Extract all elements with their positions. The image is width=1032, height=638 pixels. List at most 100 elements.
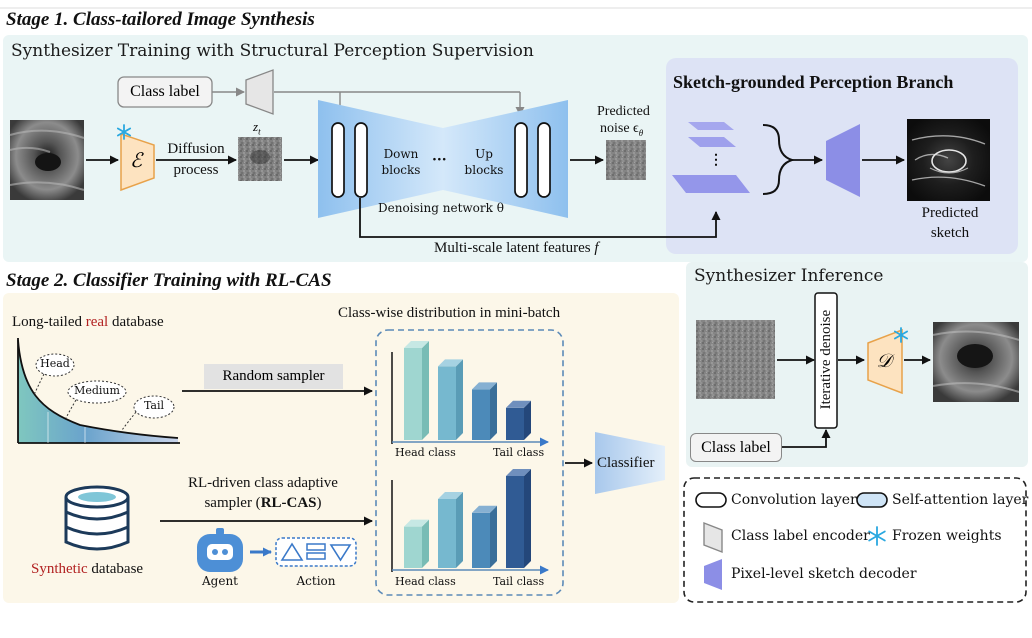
stage2-title: Stage 2. Classifier Training with RL-CAS xyxy=(6,270,332,291)
multiscale-text: Multi-scale latent features xyxy=(434,240,591,256)
predicted-noise-label-2: noise ϵθ xyxy=(600,121,643,138)
noisy-latent-image xyxy=(238,137,282,181)
legend-pixel: Pixel-level sketch decoder xyxy=(731,566,917,582)
synthetic-word: Synthetic xyxy=(31,561,88,577)
bar-top-3 xyxy=(472,382,497,390)
stage1-title: Stage 1. Class-tailored Image Synthesis xyxy=(6,9,315,30)
ultrasound-image xyxy=(9,120,85,200)
synthetic-database-label: Synthetic database xyxy=(31,561,143,578)
longtail-label: Long-tailed real database xyxy=(12,314,164,331)
action-label: Action xyxy=(296,574,336,588)
predicted-noise-image xyxy=(606,140,646,180)
bar-3 xyxy=(472,389,490,440)
tail-class-1: Tail class xyxy=(493,446,545,459)
class-label-box: Class label xyxy=(130,83,200,100)
minibatch-bars-random xyxy=(404,341,531,440)
bar-side-4 xyxy=(524,400,531,440)
head-label: Head xyxy=(40,357,70,370)
bar-1 xyxy=(404,526,422,568)
snowflake-icon xyxy=(868,526,886,546)
legend-conv: Convolution layer xyxy=(731,492,857,508)
agent-robot-icon xyxy=(197,528,243,572)
predicted-sketch-2: sketch xyxy=(930,225,970,241)
snowflake-icon xyxy=(894,327,908,343)
head-class-2: Head class xyxy=(395,575,456,588)
predicted-noise-text: noise ϵ xyxy=(600,121,639,136)
bar-side-2 xyxy=(456,492,463,568)
inference-noise-image xyxy=(696,320,775,399)
bar-2 xyxy=(438,499,456,568)
rlcas-bold: RL-CAS xyxy=(260,495,317,511)
database-icon xyxy=(64,485,130,551)
zt-subscript: t xyxy=(258,126,261,137)
legend-cle: Class label encoder xyxy=(731,528,870,544)
stage1-subtitle: Synthesizer Training with Structural Per… xyxy=(11,41,534,61)
rlcas-label-1: RL-driven class adaptive xyxy=(188,475,338,491)
synthetic-suffix: database xyxy=(87,561,144,577)
longtail-real: real xyxy=(85,314,109,330)
bar-side-2 xyxy=(456,359,463,440)
bar-top-1 xyxy=(404,519,429,527)
head-class-1: Head class xyxy=(395,446,456,459)
diffusion-label-2: process xyxy=(173,162,219,178)
random-sampler-box: Random sampler xyxy=(222,368,325,384)
multiscale-label: Multi-scale latent features f xyxy=(434,240,599,257)
predicted-noise-subscript: θ xyxy=(638,127,644,138)
bar-top-4 xyxy=(506,400,531,408)
ellipsis: ··· xyxy=(432,152,447,168)
bar-4 xyxy=(506,476,524,568)
bar-top-4 xyxy=(506,469,531,476)
rlcas-label-2: sampler (RL-CAS) xyxy=(168,495,358,512)
zt-label: zt xyxy=(253,119,261,137)
down-blocks-1: Down xyxy=(383,147,419,161)
vertical-ellipsis: ⋮ xyxy=(709,152,723,168)
longtail-prefix: Long-tailed xyxy=(12,314,86,330)
zt-symbol: z xyxy=(253,119,259,134)
snowflake-icon xyxy=(117,124,132,140)
classwise-title: Class-wise distribution in mini-batch xyxy=(338,305,561,321)
multiscale-f: f xyxy=(594,240,599,256)
bar-top-2 xyxy=(438,359,463,367)
bar-top-2 xyxy=(438,492,463,499)
encoder-symbol: ℰ xyxy=(129,148,143,172)
bar-top-3 xyxy=(472,505,497,513)
bar-side-3 xyxy=(490,382,497,440)
diffusion-label-1: Diffusion xyxy=(167,141,225,157)
bar-2 xyxy=(438,366,456,440)
tail-label: Tail xyxy=(143,399,165,412)
iterative-denoise-label: Iterative denoise xyxy=(817,309,834,410)
bar-3 xyxy=(472,512,490,568)
predicted-sketch-1: Predicted xyxy=(921,205,979,221)
legend-frozen: Frozen weights xyxy=(892,528,1002,544)
up-blocks-1: Up xyxy=(475,147,493,161)
generated-ultrasound-image xyxy=(932,322,1020,402)
medium-label: Medium xyxy=(74,384,120,397)
bar-side-3 xyxy=(490,505,497,568)
agent-label: Agent xyxy=(202,574,238,588)
bar-top-1 xyxy=(404,341,429,348)
legend-attn: Self-attention layer xyxy=(892,492,1029,508)
predicted-noise-label-1: Predicted xyxy=(597,104,650,119)
inference-class-label: Class label xyxy=(690,433,782,462)
predicted-sketch-image xyxy=(907,119,990,201)
decoder-symbol: 𝒟 xyxy=(876,350,892,372)
bar-side-4 xyxy=(524,469,531,568)
minibatch-bars-rlcas xyxy=(404,469,531,568)
down-blocks-2: blocks xyxy=(381,163,421,177)
tail-class-2: Tail class xyxy=(493,575,545,588)
up-blocks-2: blocks xyxy=(464,163,504,177)
rlcas-prefix: sampler ( xyxy=(204,495,261,511)
bar-4 xyxy=(506,407,524,440)
longtail-suffix: database xyxy=(108,314,164,330)
bar-1 xyxy=(404,348,422,440)
rlcas-suffix: ) xyxy=(316,495,322,511)
branch-title: Sketch-grounded Perception Branch xyxy=(673,72,954,92)
action-icon xyxy=(275,537,357,567)
long-tailed-curve xyxy=(17,338,180,444)
denoising-network-label: Denoising network θ xyxy=(378,201,504,215)
bar-side-1 xyxy=(422,519,429,568)
classifier-label: Classifier xyxy=(597,455,655,471)
inference-title: Synthesizer Inference xyxy=(694,266,884,286)
